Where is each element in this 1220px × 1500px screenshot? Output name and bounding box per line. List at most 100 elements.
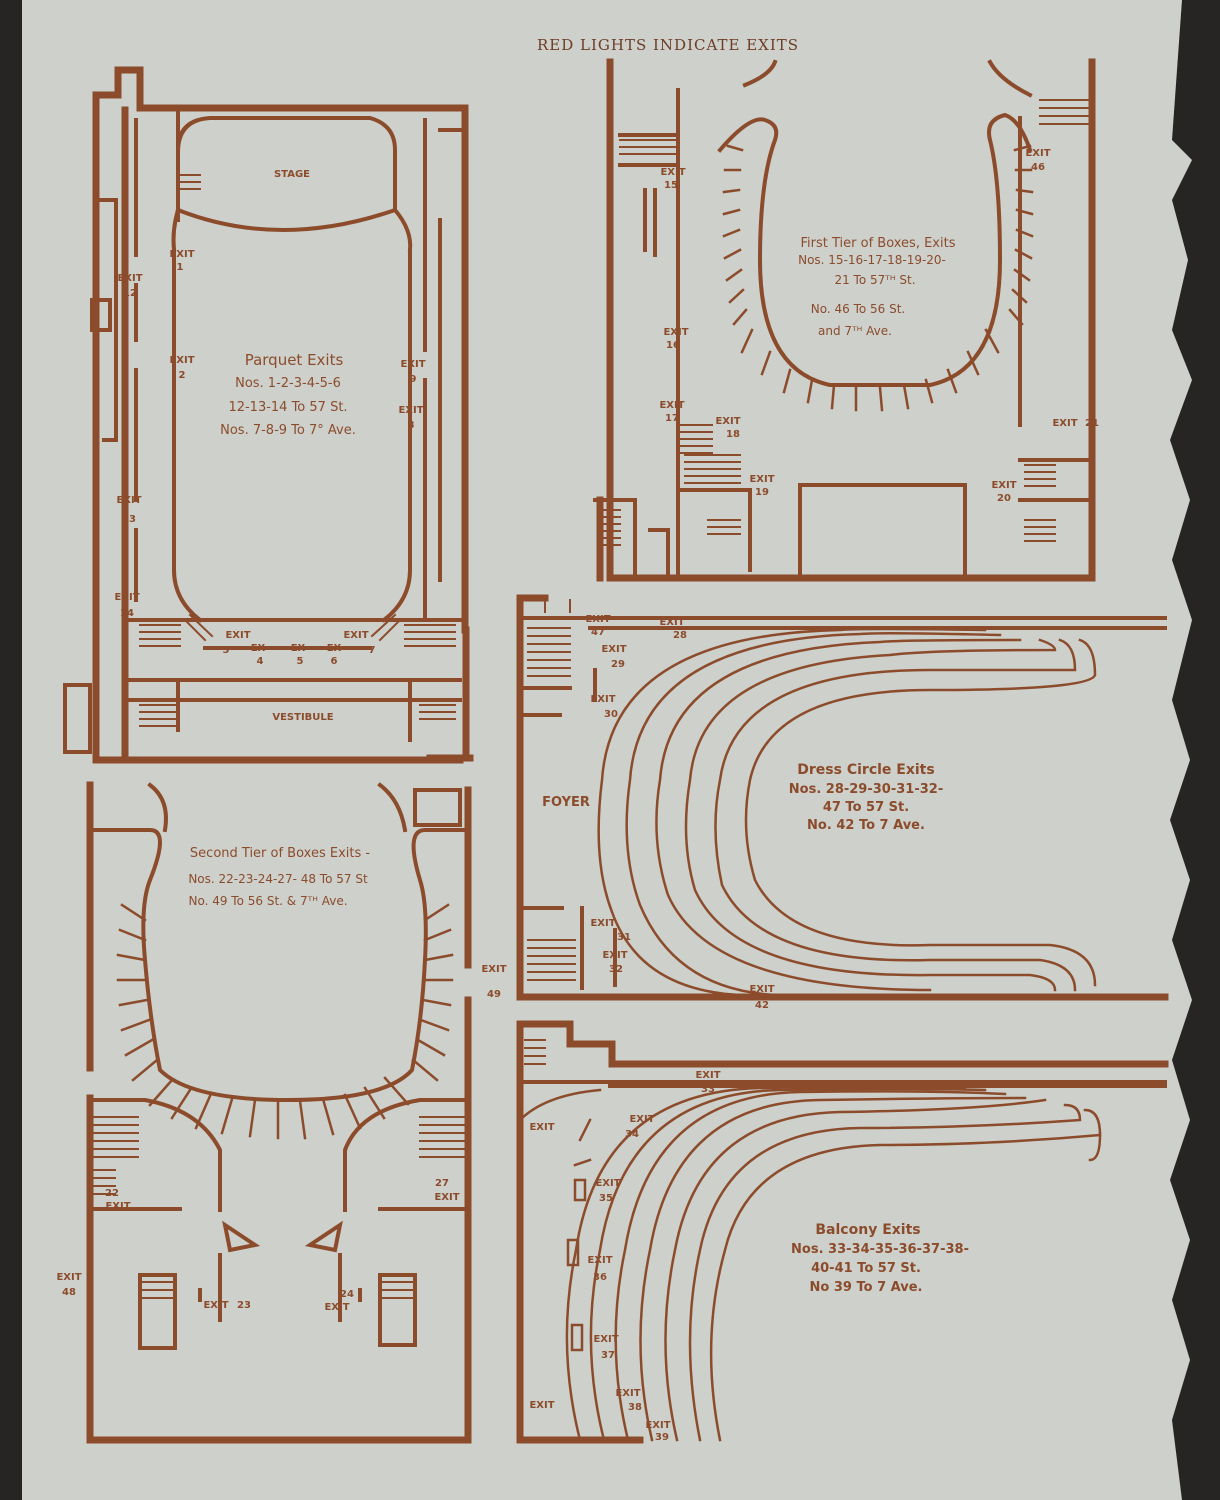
exit-18-num: 18 xyxy=(726,429,740,440)
exit-17-num: 17 xyxy=(665,413,679,424)
exit-5-word: EX xyxy=(291,643,306,654)
exit-16-word: EXIT xyxy=(663,327,688,338)
exit-48-word: EXIT xyxy=(56,1272,81,1283)
exit-12-num: 12 xyxy=(123,288,137,299)
exit-20-word: EXIT xyxy=(991,480,1016,491)
exit-markers: EXIT 1 EXIT 12 EXIT 2 EXIT 9 EXIT 8 EXIT… xyxy=(56,148,1099,1443)
exit-32-word: EXIT xyxy=(602,950,627,961)
exit-14-word: EXIT xyxy=(114,592,139,603)
first-tier-line-1: Nos. 15-16-17-18-19-20- xyxy=(798,253,946,267)
exit-31-num: 31 xyxy=(617,932,631,943)
exit-2-num: 2 xyxy=(179,370,186,381)
first-tier-plan: First Tier of Boxes, Exits Nos. 15-16-17… xyxy=(593,58,1096,582)
second-tier-line-1: Nos. 22-23-24-27- 48 To 57 St xyxy=(188,872,368,886)
exit-15-word: EXIT xyxy=(660,167,685,178)
balcony-line-2: 40-41 To 57 St. xyxy=(811,1261,921,1276)
exit-14-num: 14 xyxy=(120,608,134,619)
balcony-plan: Balcony Exits Nos. 33-34-35-36-37-38- 40… xyxy=(516,1020,1169,1444)
exit-20-num: 20 xyxy=(997,493,1011,504)
exit-21-num: 21 xyxy=(1085,418,1099,429)
exit-35-num: 35 xyxy=(599,1193,613,1204)
stage-label: STAGE xyxy=(274,169,310,180)
first-tier-line-4: and 7ᵀᴴ Ave. xyxy=(818,324,892,338)
exit-33-num: 33 xyxy=(701,1084,715,1095)
exit-47-num: 47 xyxy=(591,627,605,638)
exit-47-word: EXIT xyxy=(585,614,610,625)
exit-38-num: 38 xyxy=(628,1402,642,1413)
balcony-line-3: No 39 To 7 Ave. xyxy=(810,1280,923,1295)
exit-27-num: 27 xyxy=(435,1178,449,1189)
exit-28-word: EXIT xyxy=(659,617,684,628)
exit-24-num: 24 xyxy=(340,1289,354,1300)
parquet-line-1: Nos. 1-2-3-4-5-6 xyxy=(235,376,341,391)
exit-15-num: 15 xyxy=(664,180,678,191)
second-tier-title: Second Tier of Boxes Exits - xyxy=(190,846,370,861)
exit-49-num: 49 xyxy=(487,989,501,1000)
exit-46-word: EXIT xyxy=(1025,148,1050,159)
exit-32-num: 32 xyxy=(609,964,623,975)
exit-30-word: EXIT xyxy=(590,694,615,705)
exit-27-word: EXIT xyxy=(434,1192,459,1203)
exit-42-num: 42 xyxy=(755,1000,769,1011)
parquet-line-2: 12-13-14 To 57 St. xyxy=(228,400,347,415)
parquet-title: Parquet Exits xyxy=(245,351,344,369)
exit-17-word: EXIT xyxy=(659,400,684,411)
exit-22-num: 22 xyxy=(105,1188,119,1199)
exit-5-num: 5 xyxy=(297,656,304,667)
exit-19-num: 19 xyxy=(755,487,769,498)
exit-23-word: EXIT xyxy=(203,1300,228,1311)
dress-circle-title: Dress Circle Exits xyxy=(797,762,934,778)
second-tier-line-2: No. 49 To 56 St. & 7ᵀᴴ Ave. xyxy=(188,894,347,908)
dress-circle-line-2: 47 To 57 St. xyxy=(823,800,909,815)
exit-balcony-a: EXIT xyxy=(529,1122,554,1133)
exit-22-word: EXIT xyxy=(105,1201,130,1212)
exit-2-word: EXIT xyxy=(169,355,194,366)
exit-34-num: 34 xyxy=(625,1129,639,1140)
dress-circle-line-1: Nos. 28-29-30-31-32- xyxy=(789,782,943,797)
exit-6-word: EX xyxy=(327,643,342,654)
first-tier-line-2: 21 To 57ᵀᴴ St. xyxy=(834,273,915,287)
exit-8-num: 8 xyxy=(408,420,415,431)
exit-13-word: EXIT xyxy=(116,495,141,506)
exit-31-word: EXIT xyxy=(590,918,615,929)
exit-7-word: EXIT xyxy=(343,630,368,641)
exit-28-num: 28 xyxy=(673,630,687,641)
parquet-plan: STAGE VESTIBULE Parquet Exits Nos. 1-2-3… xyxy=(63,66,474,764)
exit-3-num: 3 xyxy=(223,645,230,656)
exit-42-word: EXIT xyxy=(749,984,774,995)
dress-circle-plan: FOYER Dress Circle Exits Nos. 28-29-30-3… xyxy=(516,594,1169,1001)
exit-13-num: 13 xyxy=(122,514,136,525)
exit-7-num: 7 xyxy=(369,645,376,656)
exit-4-num: 4 xyxy=(257,656,264,667)
exit-9-word: EXIT xyxy=(400,359,425,370)
exit-balcony-b: EXIT xyxy=(529,1400,554,1411)
exit-4-word: EX xyxy=(251,643,266,654)
exit-1-num: 1 xyxy=(177,262,184,273)
exit-29-word: EXIT xyxy=(601,644,626,655)
exit-35-word: EXIT xyxy=(595,1178,620,1189)
parquet-line-3: Nos. 7-8-9 To 7° Ave. xyxy=(220,423,356,438)
balcony-title: Balcony Exits xyxy=(815,1222,920,1238)
foyer-label: FOYER xyxy=(542,795,590,810)
exit-30-num: 30 xyxy=(604,709,618,720)
exit-6-num: 6 xyxy=(331,656,338,667)
exit-1-word: EXIT xyxy=(169,249,194,260)
exit-39-word: EXIT xyxy=(645,1420,670,1431)
exit-16-num: 16 xyxy=(666,340,680,351)
first-tier-line-3: No. 46 To 56 St. xyxy=(811,302,906,316)
exit-38-word: EXIT xyxy=(615,1388,640,1399)
balcony-line-1: Nos. 33-34-35-36-37-38- xyxy=(791,1242,969,1257)
exit-18-word: EXIT xyxy=(715,416,740,427)
exit-9-num: 9 xyxy=(410,374,417,385)
second-tier-plan: Second Tier of Boxes Exits - Nos. 22-23-… xyxy=(86,781,472,1444)
header-title: RED LIGHTS INDICATE EXITS xyxy=(537,36,799,54)
exit-48-num: 48 xyxy=(62,1287,76,1298)
exit-29-num: 29 xyxy=(611,659,625,670)
exit-49-word: EXIT xyxy=(481,964,506,975)
exit-24-word: EXIT xyxy=(324,1302,349,1313)
exit-3-word: EXIT xyxy=(225,630,250,641)
exit-46-num: 46 xyxy=(1031,162,1045,173)
first-tier-title: First Tier of Boxes, Exits xyxy=(801,236,956,251)
